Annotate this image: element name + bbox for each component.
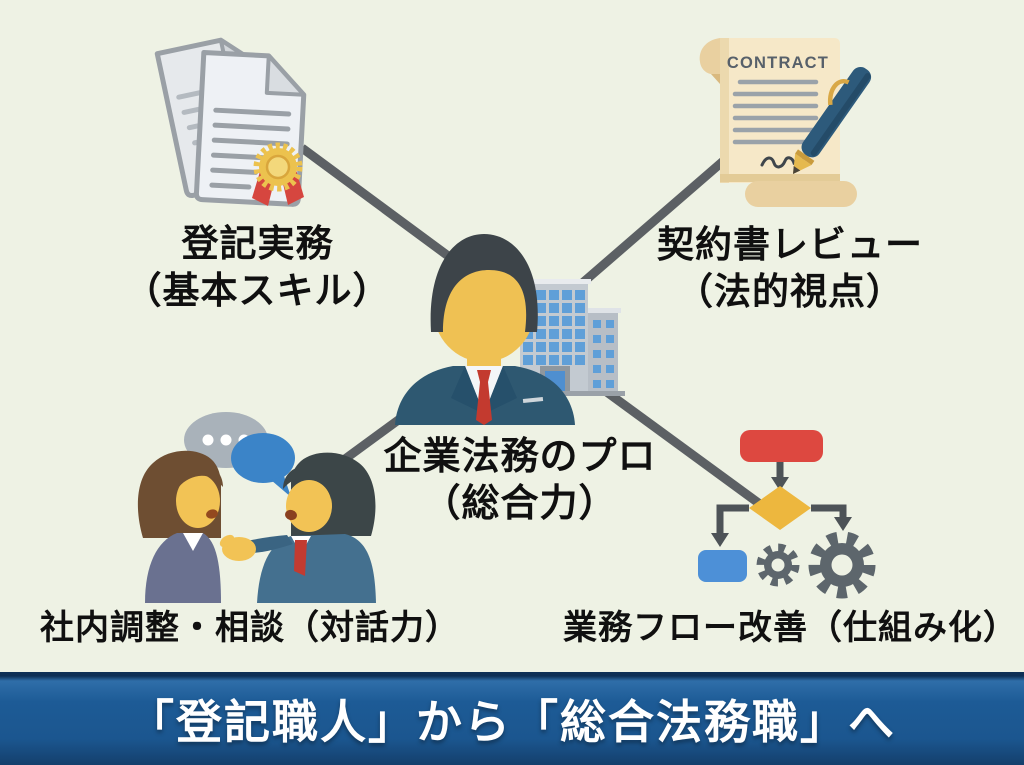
tie bbox=[477, 370, 491, 382]
connector-bottom-right bbox=[601, 386, 771, 514]
two-people-talking-icon bbox=[137, 412, 376, 603]
gold-seal-icon bbox=[252, 142, 304, 206]
businessman bbox=[395, 234, 575, 425]
flow-decision-diamond bbox=[749, 486, 811, 530]
center-label-line2: （総合力） bbox=[422, 483, 618, 525]
flow-result-box bbox=[698, 550, 747, 582]
certified-documents-icon bbox=[154, 37, 307, 207]
contract-label: 契約書レビュー （法的視点） bbox=[635, 221, 945, 315]
contract-scroll-and-pen-icon: CONTRACT bbox=[699, 38, 872, 207]
flow-start-box bbox=[740, 430, 823, 462]
flow-arrows bbox=[716, 462, 847, 535]
man-talking bbox=[219, 452, 376, 603]
businessman-office-building-icon bbox=[395, 234, 625, 425]
speech-bubble-blue bbox=[231, 433, 295, 497]
center-label: 企業法務のプロ （総合力） bbox=[365, 434, 675, 528]
contract-label-line1: 契約書レビュー bbox=[657, 224, 923, 265]
hair bbox=[430, 234, 538, 332]
center-label-line1: 企業法務のプロ bbox=[383, 436, 657, 478]
connector-top-right bbox=[569, 146, 739, 296]
communication-label: 社内調整・相談（対話力） bbox=[40, 609, 460, 647]
fountain-pen-icon bbox=[793, 66, 872, 174]
gear-large-icon bbox=[808, 531, 876, 599]
workflow-label: 業務フロー改善（仕組み化） bbox=[563, 609, 1018, 647]
registry-label-line2: （基本スキル） bbox=[124, 270, 391, 311]
gear-small-icon bbox=[756, 543, 800, 587]
title-banner: 「登記職人」から「総合法務職」へ bbox=[0, 672, 1024, 765]
registry-label-line1: 登記実務 bbox=[181, 223, 334, 264]
signature-squiggle bbox=[760, 156, 804, 169]
title-banner-text: 「登記職人」から「総合法務職」へ bbox=[128, 695, 896, 748]
registry-label: 登記実務 （基本スキル） bbox=[100, 220, 415, 314]
flowchart-and-gears-icon bbox=[698, 430, 876, 599]
woman-talking bbox=[137, 450, 223, 603]
contract-label-line2: （法的視点） bbox=[676, 271, 904, 312]
contract-title-text: CONTRACT bbox=[727, 54, 829, 72]
